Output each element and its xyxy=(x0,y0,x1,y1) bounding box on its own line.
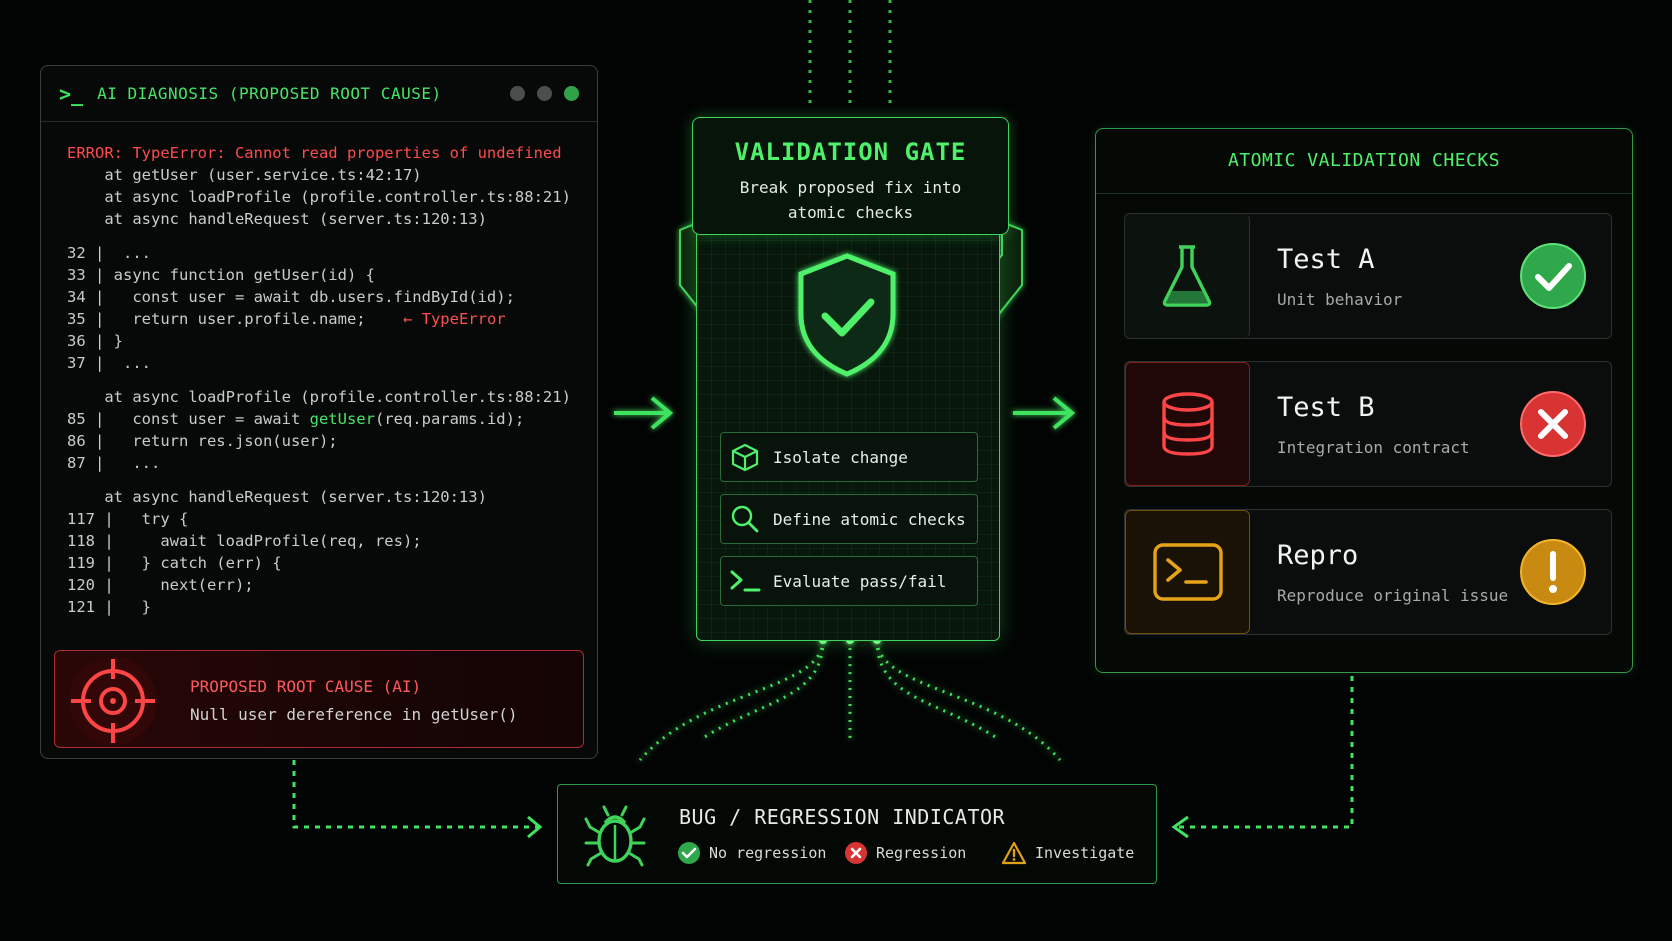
legend-label: Investigate xyxy=(1035,844,1135,862)
check-name: Repro xyxy=(1277,540,1359,571)
check-card-test-b[interactable]: Test B Integration contract xyxy=(1124,361,1612,487)
fail-x-icon xyxy=(1520,391,1586,457)
gate-subtitle: Break proposed fix into atomic checks xyxy=(693,175,1008,225)
gate-subtitle-line: atomic checks xyxy=(787,203,914,222)
search-icon xyxy=(721,495,769,543)
check-card-test-a[interactable]: Test A Unit behavior xyxy=(1124,213,1612,339)
arrow-diagnosis-to-indicator xyxy=(292,760,538,829)
step-isolate-change[interactable]: Isolate change xyxy=(720,432,978,482)
code-line: 34 | const user = await db.users.findByI… xyxy=(67,288,515,306)
terminal-prompt-icon: >_ xyxy=(59,81,84,106)
code-line: 85 | const user = await getUser(req.para… xyxy=(67,408,587,430)
code-line-text: 35 | return user.profile.name; xyxy=(67,310,366,328)
cube-icon xyxy=(721,433,769,481)
fail-x-icon xyxy=(845,842,867,864)
window-dot-minimize[interactable] xyxy=(510,86,525,101)
shield-check-icon xyxy=(798,253,896,377)
code-line: 120 | next(err); xyxy=(67,576,254,594)
validation-gate-header: VALIDATION GATE Break proposed fix into … xyxy=(692,117,1009,235)
code-line-text: 85 | const user = await xyxy=(67,410,310,428)
checks-title: ATOMIC VALIDATION CHECKS xyxy=(1096,129,1632,194)
error-line: ERROR: TypeError: Cannot read properties… xyxy=(67,144,562,162)
database-icon xyxy=(1125,362,1250,486)
check-card-repro[interactable]: Repro Reproduce original issue xyxy=(1124,509,1612,635)
type-error-marker: ← TypeError xyxy=(402,310,506,328)
step-define-checks[interactable]: Define atomic checks xyxy=(720,494,978,544)
bug-icon xyxy=(584,805,646,867)
stack-frame: at getUser (user.service.ts:42:17) xyxy=(67,166,422,184)
arrow-diagnosis-to-gate xyxy=(614,396,674,430)
highlighted-call: getUser xyxy=(309,410,375,428)
check-desc: Unit behavior xyxy=(1277,290,1403,309)
step-evaluate[interactable]: Evaluate pass/fail xyxy=(720,556,978,606)
code-line: 118 | await loadProfile(req, res); xyxy=(67,532,422,550)
check-name: Test B xyxy=(1277,392,1375,423)
code-line: 32 | ... xyxy=(67,244,151,262)
gate-subtitle-line: Break proposed fix into xyxy=(739,178,962,197)
window-dot-maximize[interactable] xyxy=(537,86,552,101)
code-line: 33 | async function getUser(id) { xyxy=(67,266,375,284)
legend-no-regression: No regression xyxy=(677,841,826,865)
stack-frame: at async handleRequest (server.ts:120:13… xyxy=(67,210,487,228)
root-cause-box[interactable]: PROPOSED ROOT CAUSE (AI) Null user deref… xyxy=(54,650,584,748)
output-wires xyxy=(638,639,1062,761)
arrow-checks-to-indicator xyxy=(1178,676,1354,829)
code-line-text: (req.params.id); xyxy=(374,410,525,428)
check-desc: Reproduce original issue xyxy=(1277,586,1509,605)
step-label: Evaluate pass/fail xyxy=(773,571,947,591)
code-line: 36 | } xyxy=(67,332,123,350)
gate-title: VALIDATION GATE xyxy=(734,138,967,166)
legend-investigate: Investigate xyxy=(1001,841,1134,865)
step-label: Define atomic checks xyxy=(773,509,966,529)
legend-regression: Regression xyxy=(844,841,966,865)
code-line: 121 | } xyxy=(67,598,151,616)
atomic-checks-panel: ATOMIC VALIDATION CHECKS Test A Unit beh… xyxy=(1095,128,1633,673)
pass-check-icon xyxy=(678,842,700,864)
stack-frame: at async loadProfile (profile.controller… xyxy=(67,388,571,406)
arrow-gate-to-checks xyxy=(1013,396,1076,430)
code-line-error: 35 | return user.profile.name; ← TypeErr… xyxy=(67,308,587,330)
code-line: 87 | ... xyxy=(67,454,161,472)
regression-indicator: BUG / REGRESSION INDICATOR No regression… xyxy=(557,784,1157,884)
root-cause-label: PROPOSED ROOT CAUSE (AI) xyxy=(190,677,422,696)
terminal-icon xyxy=(721,557,769,605)
window-dot-active[interactable] xyxy=(564,86,579,101)
indicator-title: BUG / REGRESSION INDICATOR xyxy=(679,805,1006,829)
code-line: 119 | } catch (err) { xyxy=(67,554,282,572)
check-name: Test A xyxy=(1277,244,1375,275)
input-wires xyxy=(808,0,892,110)
check-desc: Integration contract xyxy=(1277,438,1470,457)
target-icon xyxy=(69,657,157,745)
warning-exclamation-icon xyxy=(1520,539,1586,605)
step-label: Isolate change xyxy=(773,447,908,467)
stack-frame: at async loadProfile (profile.controller… xyxy=(67,188,571,206)
stack-frame: at async handleRequest (server.ts:120:13… xyxy=(67,488,487,506)
legend-label: No regression xyxy=(709,844,827,862)
terminal-icon xyxy=(1125,510,1250,634)
root-cause-text: Null user dereference in getUser() xyxy=(190,705,518,724)
stack-trace: ERROR: TypeError: Cannot read properties… xyxy=(67,142,587,618)
diagnosis-header: >_ AI DIAGNOSIS (PROPOSED ROOT CAUSE) xyxy=(41,66,597,122)
code-line: 117 | try { xyxy=(67,510,189,528)
pass-check-icon xyxy=(1520,243,1586,309)
flask-icon xyxy=(1125,214,1250,338)
warning-triangle-icon xyxy=(1001,841,1027,865)
code-line: 37 | ... xyxy=(67,354,151,372)
diagnosis-title: AI DIAGNOSIS (PROPOSED ROOT CAUSE) xyxy=(97,84,442,103)
window-controls xyxy=(510,86,579,101)
diagnosis-panel: >_ AI DIAGNOSIS (PROPOSED ROOT CAUSE) ER… xyxy=(40,65,598,759)
legend-label: Regression xyxy=(876,844,967,862)
code-line: 86 | return res.json(user); xyxy=(67,432,338,450)
